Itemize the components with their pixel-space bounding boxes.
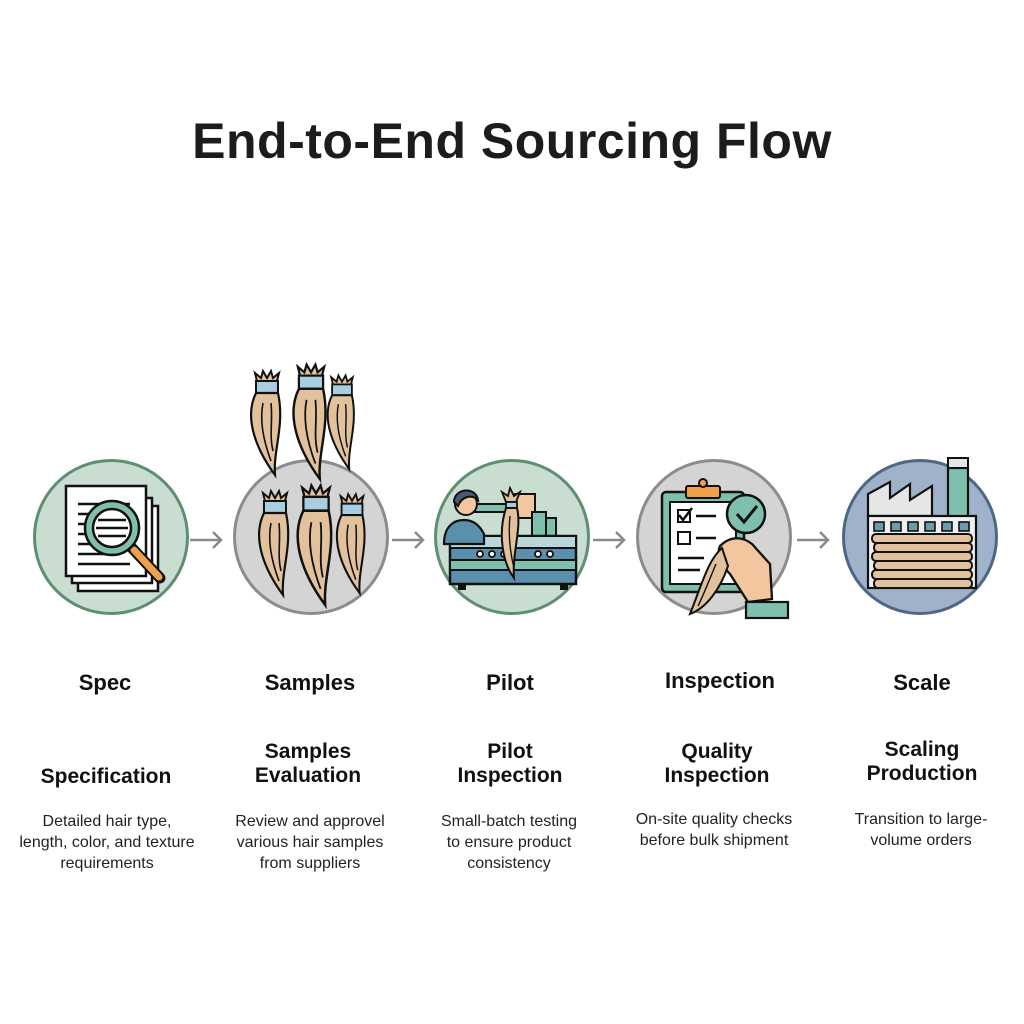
arrow-right-icon [190,531,223,549]
description-line: Review and approvel [235,813,385,830]
step-heading-line: Specification [40,765,172,788]
description-line: from suppliers [259,855,361,872]
worker-machine-icon [442,485,578,590]
step-label: Samples [264,670,356,695]
step-label: Scale [893,670,951,695]
description-line: consistency [467,855,551,872]
step-heading-line: Quality [681,740,753,763]
diagram-title: End-to-End Sourcing Flow [192,113,832,169]
step-label: Inspection [664,668,775,693]
step-description: On-site quality checks before bulk shipm… [609,809,819,851]
step-heading-line: Pilot [487,740,533,763]
description-line: Detailed hair type, [42,813,172,830]
document-magnifier-icon [64,484,166,593]
step-heading-line: Production [866,762,978,785]
step-label: Pilot [486,670,534,695]
description-line: length, color, and texture [19,834,195,851]
step-heading-line: Scaling [884,738,960,761]
step-label: Spec [78,670,132,695]
description-line: On-site quality checks [635,811,793,828]
step-heading-line: Inspection [664,764,770,787]
step-heading: Samples Evaluation [208,740,408,788]
description-line: Transition to large- [854,811,988,828]
step-heading-line: Inspection [457,764,563,787]
factory-stack-icon [866,457,978,590]
clipboard-check-icon [660,478,790,620]
step-heading: Pilot Inspection [410,740,610,788]
arrow-right-icon [392,531,425,549]
description-line: various hair samples [236,834,384,851]
step-heading-line: Evaluation [254,764,362,787]
description-line: Small-batch testing [440,813,578,830]
step-heading: Quality Inspection [617,740,817,788]
step-description: Small-batch testing to ensure product co… [404,811,614,874]
step-description: Review and approvel various hair samples… [205,811,415,874]
step-heading-line: Samples [264,740,352,763]
arrow-right-icon [593,531,626,549]
step-heading: Scaling Production [822,738,1022,786]
step-heading: Specification [6,765,206,789]
description-line: volume orders [870,832,972,849]
step-description: Transition to large- volume orders [816,809,1024,851]
description-line: requirements [60,855,154,872]
hair-bundles-icon [249,363,366,607]
arrow-right-icon [797,531,830,549]
step-description: Detailed hair type, length, color, and t… [2,811,212,874]
description-line: before bulk shipment [639,832,789,849]
description-line: to ensure product [446,834,572,851]
